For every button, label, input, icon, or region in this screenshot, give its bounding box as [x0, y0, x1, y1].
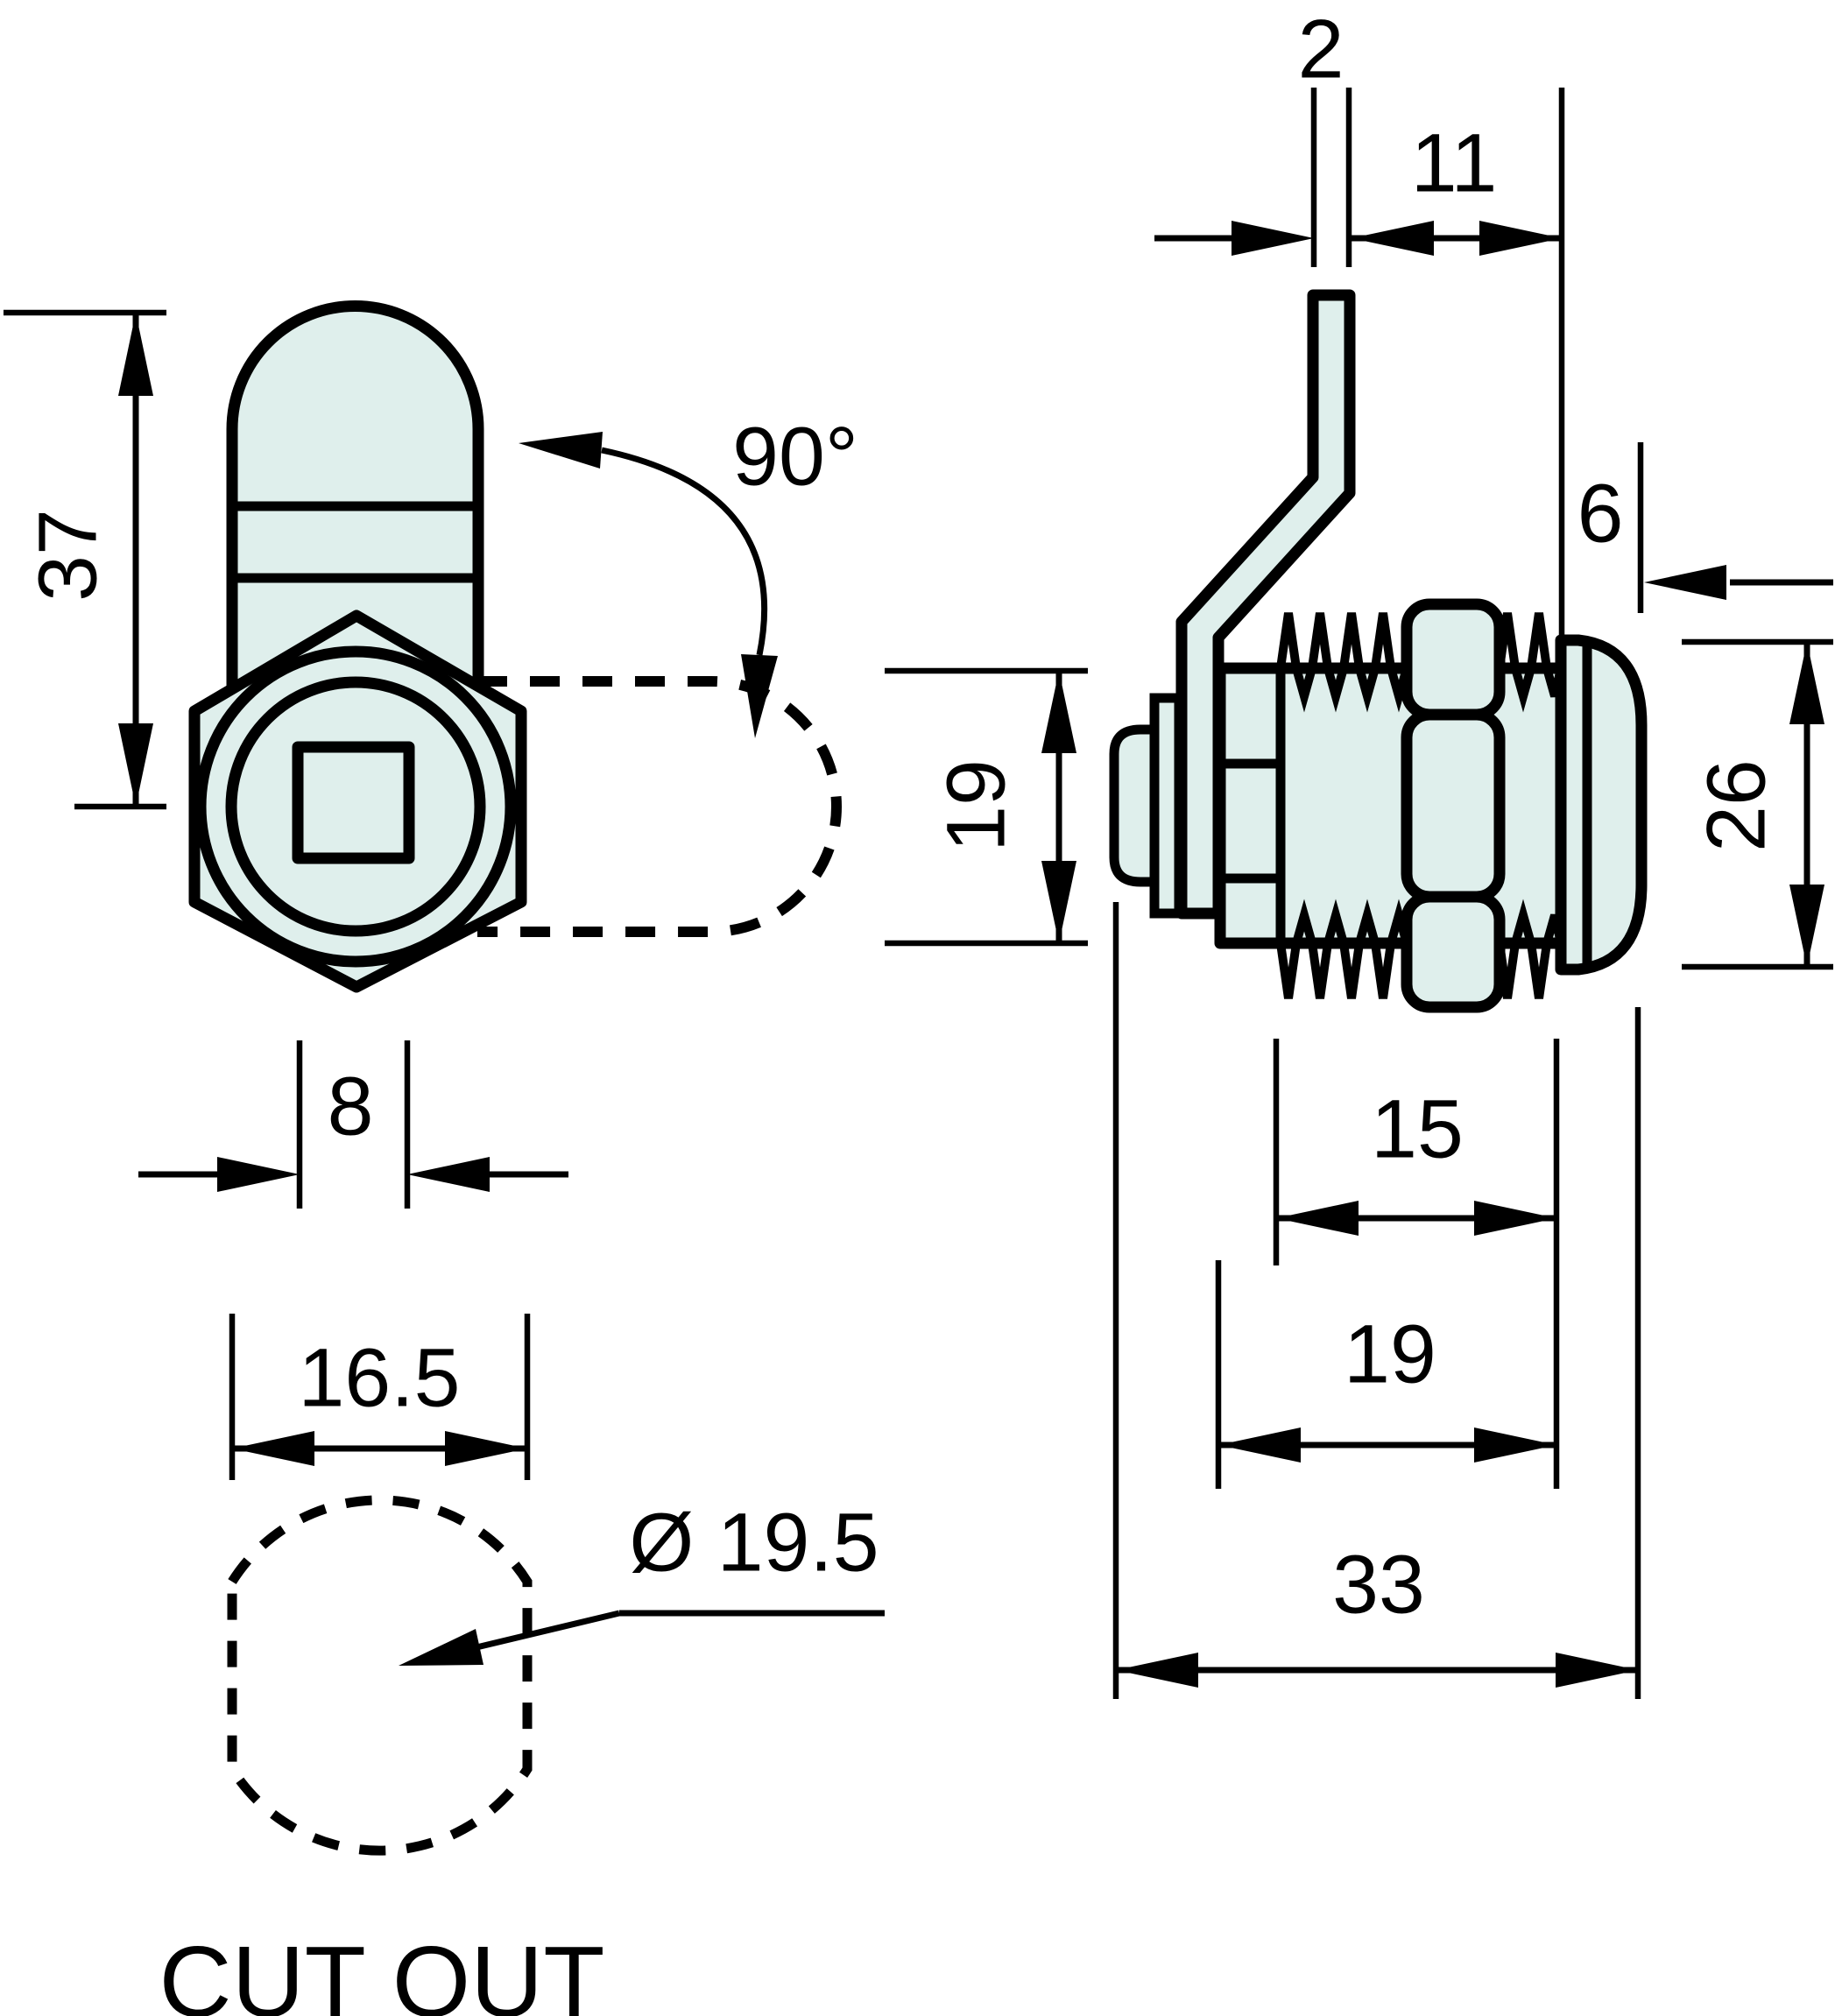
dim-19-length: 19 — [1215, 1260, 1556, 1489]
dim-33-arrow-left — [1116, 1653, 1198, 1688]
dim-37-arrow-down — [118, 723, 153, 807]
rotation-arc-arrow-start — [519, 432, 603, 469]
dim-37-label: 37 — [21, 509, 114, 602]
dim-16-5-arrow-right — [445, 1431, 527, 1466]
dim-2-arrow — [1232, 221, 1314, 256]
dim-8-arrow-left — [217, 1157, 300, 1192]
dim-19l-label: 19 — [1344, 1308, 1436, 1400]
rotation-arc-arrow-end — [741, 654, 778, 738]
dim-19d-arrow-up — [1041, 671, 1076, 753]
lock-head — [1555, 634, 1648, 976]
nut-facet-middle — [1401, 708, 1506, 903]
dim-19-diameter: 19 — [885, 667, 1088, 947]
dim-6: 6 — [1577, 442, 1833, 613]
dim-16-5-arrow-left — [232, 1431, 314, 1466]
leader-diagonal — [472, 1610, 620, 1652]
dim-37: 37 — [4, 309, 166, 810]
lock-face-inner-circle — [225, 676, 486, 937]
cutout-view: 16.5 Ø 19.5 CUT OUT — [159, 1314, 885, 2016]
dim-37-arrow-up — [118, 313, 153, 396]
dim-8-label: 8 — [328, 1060, 374, 1153]
dim-11-arrow-left — [1352, 221, 1434, 256]
dim-6-arrow — [1644, 565, 1726, 600]
dim-16-5: 16.5 — [229, 1314, 531, 1480]
dim-2: 2 — [1154, 3, 1352, 267]
leader-arrow — [399, 1629, 483, 1666]
lock-face-outer-circle — [194, 645, 517, 968]
thread-top-right — [1495, 612, 1565, 713]
dim-19l-arrow-left — [1218, 1427, 1301, 1463]
cutout-caption: CUT OUT — [159, 1926, 605, 2016]
dim-8-arrow-right — [407, 1157, 490, 1192]
dim-33-label: 33 — [1332, 1538, 1425, 1631]
side-parts-fill-group — [1109, 289, 1648, 1013]
dim-15: 15 — [1273, 1039, 1560, 1489]
dim-2-label: 2 — [1298, 3, 1344, 95]
thread-top-left — [1276, 612, 1411, 713]
cam-arm-side — [1175, 289, 1356, 920]
thread-bottom-right — [1495, 899, 1565, 999]
diameter-label: Ø 19.5 — [629, 1496, 879, 1589]
dim-11-label: 11 — [1411, 116, 1498, 209]
front-view: 37 90° 8 — [4, 300, 858, 1209]
square-drive — [292, 741, 415, 864]
dim-19d-arrow-down — [1041, 861, 1076, 943]
barrel-body — [1214, 662, 1567, 949]
dim-26-arrow-down — [1789, 885, 1824, 967]
rotated-cam-dashed-outline — [477, 676, 842, 937]
diameter-leader: Ø 19.5 — [399, 1496, 885, 1666]
dim-19d-label: 19 — [929, 759, 1022, 852]
cutout-dashed-shape — [227, 1495, 533, 1856]
dim-11: 11 — [1352, 88, 1565, 638]
dim-26-arrow-up — [1789, 642, 1824, 724]
side-fill-group — [1214, 662, 1567, 949]
nut-facet-bottom — [1401, 891, 1506, 1013]
dim-26: 26 — [1682, 638, 1833, 970]
dim-8: 8 — [138, 1040, 568, 1209]
dim-11-arrow-right — [1479, 221, 1562, 256]
nut-facet-top — [1401, 598, 1506, 721]
dim-26-label: 26 — [1690, 759, 1782, 852]
dim-15-arrow-left — [1276, 1201, 1359, 1236]
rotation-label: 90° — [732, 410, 858, 503]
dim-15-label: 15 — [1371, 1082, 1464, 1175]
rear-button — [1109, 724, 1160, 887]
rotation-arc: 90° — [519, 410, 858, 738]
dim-16-5-label: 16.5 — [299, 1331, 461, 1424]
thread-bottom-left — [1276, 899, 1411, 999]
dim-33-arrow-right — [1556, 1653, 1638, 1688]
dim-6-label: 6 — [1577, 467, 1624, 560]
side-view: 2 11 6 19 — [885, 3, 1833, 1699]
dim-33: 33 — [1112, 902, 1641, 1699]
rotation-arc-curve — [601, 447, 768, 656]
dim-15-arrow-right — [1474, 1201, 1556, 1236]
dim-19l-arrow-right — [1474, 1427, 1556, 1463]
